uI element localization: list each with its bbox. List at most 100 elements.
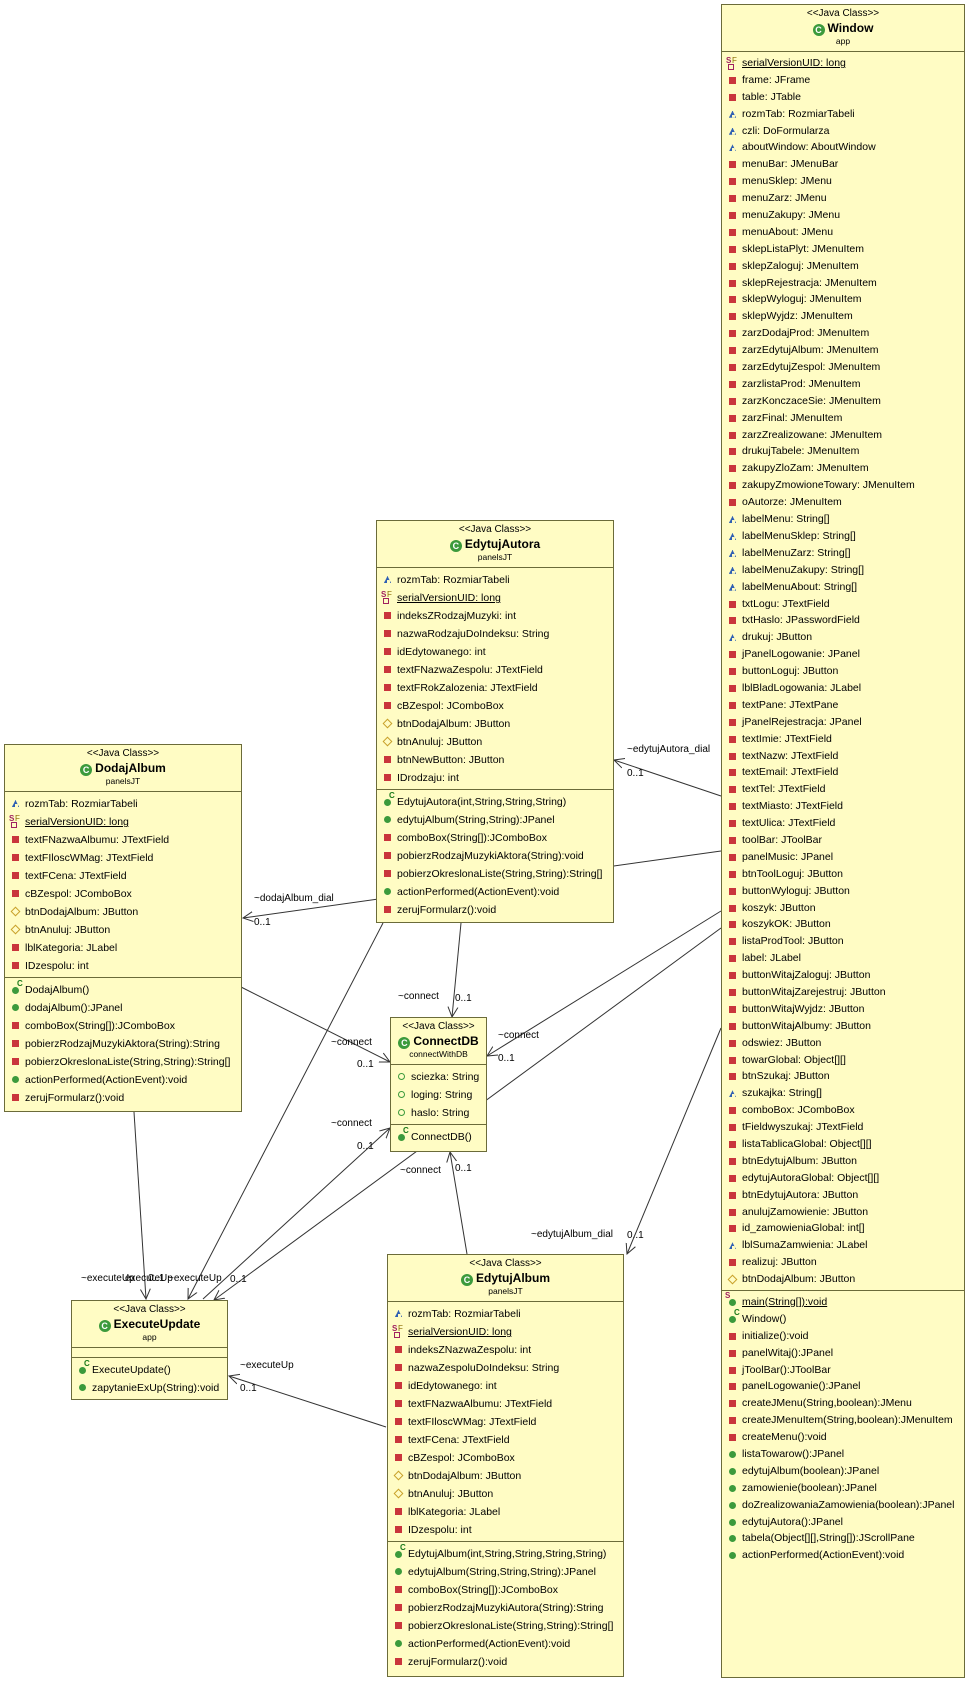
field-zarzedytujzespol-jmenuitem[interactable]: zarzEdytujZespol: JMenuItem	[722, 359, 964, 376]
field-btnanuluj-jbutton[interactable]: btnAnuluj: JButton	[5, 921, 241, 939]
field-labelmenuzarz-string[interactable]: labelMenuZarz: String[]	[722, 545, 964, 562]
field-label-jlabel[interactable]: label: JLabel	[722, 950, 964, 967]
field-nazwarodzajudoindeksu-string[interactable]: nazwaRodzajuDoIndeksu: String	[377, 625, 613, 643]
method-jtoolbar[interactable]: jToolBar():JToolBar	[722, 1362, 964, 1379]
field-textfnazwazespolu-jtextfield[interactable]: textFNazwaZespolu: JTextField	[377, 661, 613, 679]
method-edytujalbum[interactable]: edytujAlbum(String,String):JPanel	[377, 811, 613, 829]
field-btndodajalbum-jbutton[interactable]: btnDodajAlbum: JButton	[388, 1467, 623, 1485]
field-textemail-jtextfield[interactable]: textEmail: JTextField	[722, 764, 964, 781]
field-zarzfinal-jmenuitem[interactable]: zarzFinal: JMenuItem	[722, 410, 964, 427]
field-btntoolloguj-jbutton[interactable]: btnToolLoguj: JButton	[722, 866, 964, 883]
field-textfnazwaalbumu-jtextfield[interactable]: textFNazwaAlbumu: JTextField	[388, 1395, 623, 1413]
field-listaprodtool-jbutton[interactable]: listaProdTool: JButton	[722, 933, 964, 950]
field-haslo-string[interactable]: haslo: String	[391, 1104, 486, 1122]
field-odswiez-jbutton[interactable]: odswiez: JButton	[722, 1035, 964, 1052]
field-textfiloscwmag-jtextfield[interactable]: textFIloscWMag: JTextField	[388, 1413, 623, 1431]
field-textfcena-jtextfield[interactable]: textFCena: JTextField	[388, 1431, 623, 1449]
field-idzespolu-int[interactable]: IDzespolu: int	[388, 1521, 623, 1539]
field-combobox-jcombobox[interactable]: comboBox: JComboBox	[722, 1102, 964, 1119]
field-cbzespol-jcombobox[interactable]: cBZespol: JComboBox	[388, 1449, 623, 1467]
field-zakupyzlozam-jmenuitem[interactable]: zakupyZloZam: JMenuItem	[722, 460, 964, 477]
field-idedytowanego-int[interactable]: idEdytowanego: int	[377, 643, 613, 661]
method-dozrealizowaniazamowienia[interactable]: doZrealizowaniaZamowienia(boolean):JPane…	[722, 1497, 964, 1514]
field-buttonwyloguj-jbutton[interactable]: buttonWyloguj: JButton	[722, 883, 964, 900]
field-zarzlistaprod-jmenuitem[interactable]: zarzlistaProd: JMenuItem	[722, 376, 964, 393]
field-listatablicaglobal-object[interactable]: listaTablicaGlobal: Object[][]	[722, 1136, 964, 1153]
method-zamowienie[interactable]: zamowienie(boolean):JPanel	[722, 1480, 964, 1497]
method-actionperformed[interactable]: actionPerformed(ActionEvent):void	[5, 1071, 241, 1089]
field-menuabout-jmenu[interactable]: menuAbout: JMenu	[722, 224, 964, 241]
method-zerujformularz[interactable]: zerujFormularz():void	[388, 1653, 623, 1671]
method-combobox[interactable]: comboBox(String[]):JComboBox	[5, 1017, 241, 1035]
method-pobierzokreslonaliste[interactable]: pobierzOkreslonaListe(String,String):Str…	[5, 1053, 241, 1071]
field-textnazw-jtextfield[interactable]: textNazw: JTextField	[722, 748, 964, 765]
field-toolbar-jtoolbar[interactable]: toolBar: JToolBar	[722, 832, 964, 849]
method-zerujformularz[interactable]: zerujFormularz():void	[377, 901, 613, 919]
field-btnedytujautora-jbutton[interactable]: btnEdytujAutora: JButton	[722, 1187, 964, 1204]
field-jpanellogowanie-jpanel[interactable]: jPanelLogowanie: JPanel	[722, 646, 964, 663]
method-combobox[interactable]: comboBox(String[]):JComboBox	[388, 1581, 623, 1599]
field-textfnazwaalbumu-jtextfield[interactable]: textFNazwaAlbumu: JTextField	[5, 831, 241, 849]
field-btnanuluj-jbutton[interactable]: btnAnuluj: JButton	[388, 1485, 623, 1503]
method-edytujalbum[interactable]: edytujAlbum(boolean):JPanel	[722, 1463, 964, 1480]
field-realizuj-jbutton[interactable]: realizuj: JButton	[722, 1254, 964, 1271]
field-btndodajalbum-jbutton[interactable]: btnDodajAlbum: JButton	[722, 1271, 964, 1288]
method-pobierzrodzajmuzykiaktora[interactable]: pobierzRodzajMuzykiAktora(String):String	[5, 1035, 241, 1053]
field-zarzkonczacesie-jmenuitem[interactable]: zarzKonczaceSie: JMenuItem	[722, 393, 964, 410]
field-lblbladlogowania-jlabel[interactable]: lblBladLogowania: JLabel	[722, 680, 964, 697]
field-lblsumazamwienia-jlabel[interactable]: lblSumaZamwienia: JLabel	[722, 1237, 964, 1254]
field-zarzdodajprod-jmenuitem[interactable]: zarzDodajProd: JMenuItem	[722, 325, 964, 342]
field-btndodajalbum-jbutton[interactable]: btnDodajAlbum: JButton	[5, 903, 241, 921]
method-panelwitaj[interactable]: panelWitaj():JPanel	[722, 1345, 964, 1362]
field-buttonloguj-jbutton[interactable]: buttonLoguj: JButton	[722, 663, 964, 680]
field-txthaslo-jpasswordfield[interactable]: txtHaslo: JPasswordField	[722, 612, 964, 629]
field-textfcena-jtextfield[interactable]: textFCena: JTextField	[5, 867, 241, 885]
method-zapytanieexup[interactable]: zapytanieExUp(String):void	[72, 1379, 227, 1397]
field-skleprejestracja-jmenuitem[interactable]: sklepRejestracja: JMenuItem	[722, 275, 964, 292]
field-koszyk-jbutton[interactable]: koszyk: JButton	[722, 900, 964, 917]
field-labelmenu-string[interactable]: labelMenu: String[]	[722, 511, 964, 528]
field-lblkategoria-jlabel[interactable]: lblKategoria: JLabel	[5, 939, 241, 957]
method-pobierzrodzajmuzykiautora[interactable]: pobierzRodzajMuzykiAutora(String):String	[388, 1599, 623, 1617]
field-btnanuluj-jbutton[interactable]: btnAnuluj: JButton	[377, 733, 613, 751]
field-towarglobal-object[interactable]: towarGlobal: Object[][]	[722, 1052, 964, 1069]
field-btnedytujalbum-jbutton[interactable]: btnEdytujAlbum: JButton	[722, 1153, 964, 1170]
field-tfieldwyszukaj-jtextfield[interactable]: tFieldwyszukaj: JTextField	[722, 1119, 964, 1136]
field-frame-jframe[interactable]: frame: JFrame	[722, 72, 964, 89]
method-edytujalbum[interactable]: edytujAlbum(String,String,String):JPanel	[388, 1563, 623, 1581]
field-id-zamowieniaglobal-int[interactable]: id_zamowieniaGlobal: int[]	[722, 1220, 964, 1237]
field-txtlogu-jtextfield[interactable]: txtLogu: JTextField	[722, 596, 964, 613]
field-drukuj-jbutton[interactable]: drukuj: JButton	[722, 629, 964, 646]
field-rozmtab-rozmiartabeli[interactable]: rozmTab: RozmiarTabeli	[388, 1305, 623, 1323]
field-labelmenuzakupy-string[interactable]: labelMenuZakupy: String[]	[722, 562, 964, 579]
field-textfrokzalozenia-jtextfield[interactable]: textFRokZalozenia: JTextField	[377, 679, 613, 697]
field-btnszukaj-jbutton[interactable]: btnSzukaj: JButton	[722, 1068, 964, 1085]
field-labelmenusklep-string[interactable]: labelMenuSklep: String[]	[722, 528, 964, 545]
field-labelmenuabout-string[interactable]: labelMenuAbout: String[]	[722, 579, 964, 596]
field-menusklep-jmenu[interactable]: menuSklep: JMenu	[722, 173, 964, 190]
field-aboutwindow-aboutwindow[interactable]: aboutWindow: AboutWindow	[722, 139, 964, 156]
field-sklepwyjdz-jmenuitem[interactable]: sklepWyjdz: JMenuItem	[722, 308, 964, 325]
field-btndodajalbum-jbutton[interactable]: btnDodajAlbum: JButton	[377, 715, 613, 733]
method-createjmenuitem[interactable]: createJMenuItem(String,boolean):JMenuIte…	[722, 1412, 964, 1429]
field-rozmtab-rozmiartabeli[interactable]: rozmTab: RozmiarTabeli	[377, 571, 613, 589]
field-oautorze-jmenuitem[interactable]: oAutorze: JMenuItem	[722, 494, 964, 511]
field-cbzespol-jcombobox[interactable]: cBZespol: JComboBox	[377, 697, 613, 715]
field-indekszrodzajmuzyki-int[interactable]: indeksZRodzajMuzyki: int	[377, 607, 613, 625]
field-textpane-jtextpane[interactable]: textPane: JTextPane	[722, 697, 964, 714]
field-zarzzrealizowane-jmenuitem[interactable]: zarzZrealizowane: JMenuItem	[722, 427, 964, 444]
field-menubar-jmenubar[interactable]: menuBar: JMenuBar	[722, 156, 964, 173]
method-dodajalbum[interactable]: dodajAlbum():JPanel	[5, 999, 241, 1017]
field-idrodzaju-int[interactable]: IDrodzaju: int	[377, 769, 613, 787]
